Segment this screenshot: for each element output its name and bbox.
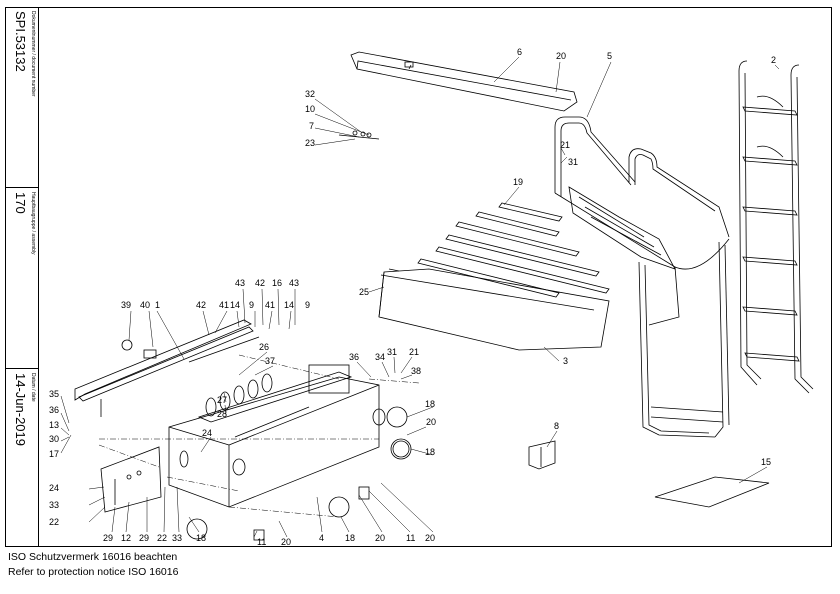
callout-18: 18	[196, 533, 206, 543]
center-lines	[98, 354, 420, 518]
protection-notice-en: Refer to protection notice ISO 16016	[8, 566, 179, 578]
callout-4: 4	[319, 533, 324, 543]
callout-41: 41	[265, 300, 275, 310]
leader-lines	[60, 56, 780, 538]
cover-panel-part-1	[74, 319, 260, 417]
drawing-frame	[5, 7, 832, 547]
rail-part-6	[350, 51, 578, 112]
callout-41: 41	[219, 300, 229, 310]
sign-plate-part-15	[654, 476, 770, 508]
ladder-rungs	[742, 106, 800, 362]
callout-23: 23	[305, 138, 315, 148]
callout-42: 42	[255, 278, 265, 288]
callout-24: 24	[202, 428, 212, 438]
callout-25: 25	[359, 287, 369, 297]
date-cell: Datum / date 14-Jun-2019	[5, 369, 39, 547]
callout-32: 32	[305, 89, 315, 99]
callout-19: 19	[513, 177, 523, 187]
exploded-assembly-drawing: 6 20 5 2 32 10 7 23 21 31 19 25 3 43 42 …	[49, 47, 814, 547]
callout-7: 7	[309, 121, 314, 131]
callout-2: 2	[771, 55, 776, 65]
callout-38: 38	[411, 366, 421, 376]
callout-22: 22	[157, 533, 167, 543]
callout-33: 33	[49, 500, 59, 510]
callout-24: 24	[49, 483, 59, 493]
callout-18: 18	[345, 533, 355, 543]
callout-18: 18	[425, 399, 435, 409]
callout-35: 35	[49, 389, 59, 399]
title-block: Dokumentnummer / document number SPI.531…	[5, 7, 39, 547]
ladder-part-2	[738, 60, 814, 394]
callout-39: 39	[121, 300, 131, 310]
callout-12: 12	[121, 533, 131, 543]
callout-11: 11	[406, 533, 415, 543]
callout-28: 28	[217, 409, 227, 419]
callout-3: 3	[563, 356, 568, 366]
callout-27: 27	[217, 395, 227, 405]
callout-9: 9	[305, 300, 310, 310]
bracket-part-8	[528, 440, 556, 470]
main-box-part-4	[168, 364, 386, 508]
callout-14: 14	[230, 300, 240, 310]
callout-40: 40	[140, 300, 150, 310]
seal-rings-part-18	[186, 406, 412, 540]
callout-13: 13	[49, 420, 59, 430]
callout-17: 17	[49, 449, 59, 459]
callout-36: 36	[349, 352, 359, 362]
callout-34: 34	[375, 352, 385, 362]
doc-number-cell: Dokumentnummer / document number SPI.531…	[5, 7, 39, 188]
callout-31: 31	[387, 347, 397, 357]
callout-20: 20	[375, 533, 385, 543]
callout-10: 10	[305, 104, 315, 114]
floor-plate-part-3	[378, 268, 610, 351]
callout-15: 15	[761, 457, 771, 467]
grating-slats-part-19	[417, 202, 610, 298]
callout-31: 31	[568, 157, 578, 167]
platform-handrail-part-5	[554, 116, 730, 438]
assembly-number: 170	[13, 192, 28, 214]
callout-43: 43	[289, 278, 299, 288]
callout-29: 29	[139, 533, 149, 543]
assembly-label: Hauptbaugruppe / assembly	[30, 192, 36, 255]
callout-8: 8	[554, 421, 559, 431]
callout-20: 20	[425, 533, 435, 543]
protection-notice-de: ISO Schutzvermerk 16016 beachten	[8, 551, 178, 563]
callout-18: 18	[425, 447, 435, 457]
callout-21: 21	[560, 140, 570, 150]
doc-number: SPI.53132	[13, 11, 28, 72]
callout-20: 20	[556, 51, 566, 61]
date-value: 14-Jun-2019	[13, 373, 28, 446]
callout-20: 20	[426, 417, 436, 427]
callout-30: 30	[49, 434, 59, 444]
callout-1: 1	[155, 300, 160, 310]
callout-43: 43	[235, 278, 245, 288]
callout-29: 29	[103, 533, 113, 543]
callout-labels: 6 20 5 2 32 10 7 23 21 31 19 25 3 43 42 …	[49, 47, 776, 547]
doc-number-label: Dokumentnummer / document number	[30, 11, 36, 97]
date-label: Datum / date	[30, 373, 36, 402]
callout-33: 33	[172, 533, 182, 543]
callout-9: 9	[249, 300, 254, 310]
callout-26: 26	[259, 342, 269, 352]
callout-14: 14	[284, 300, 294, 310]
fitting-group	[338, 130, 380, 140]
callout-20: 20	[281, 537, 291, 547]
callout-21: 21	[409, 347, 419, 357]
callout-22: 22	[49, 517, 59, 527]
callout-16: 16	[272, 278, 282, 288]
clips-part-11	[253, 486, 370, 541]
callout-42: 42	[196, 300, 206, 310]
callout-36: 36	[49, 405, 59, 415]
callout-6: 6	[517, 47, 522, 57]
callout-37: 37	[265, 356, 275, 366]
assembly-cell: Hauptbaugruppe / assembly 170	[5, 188, 39, 369]
callout-5: 5	[607, 51, 612, 61]
callout-11: 11	[257, 537, 266, 547]
